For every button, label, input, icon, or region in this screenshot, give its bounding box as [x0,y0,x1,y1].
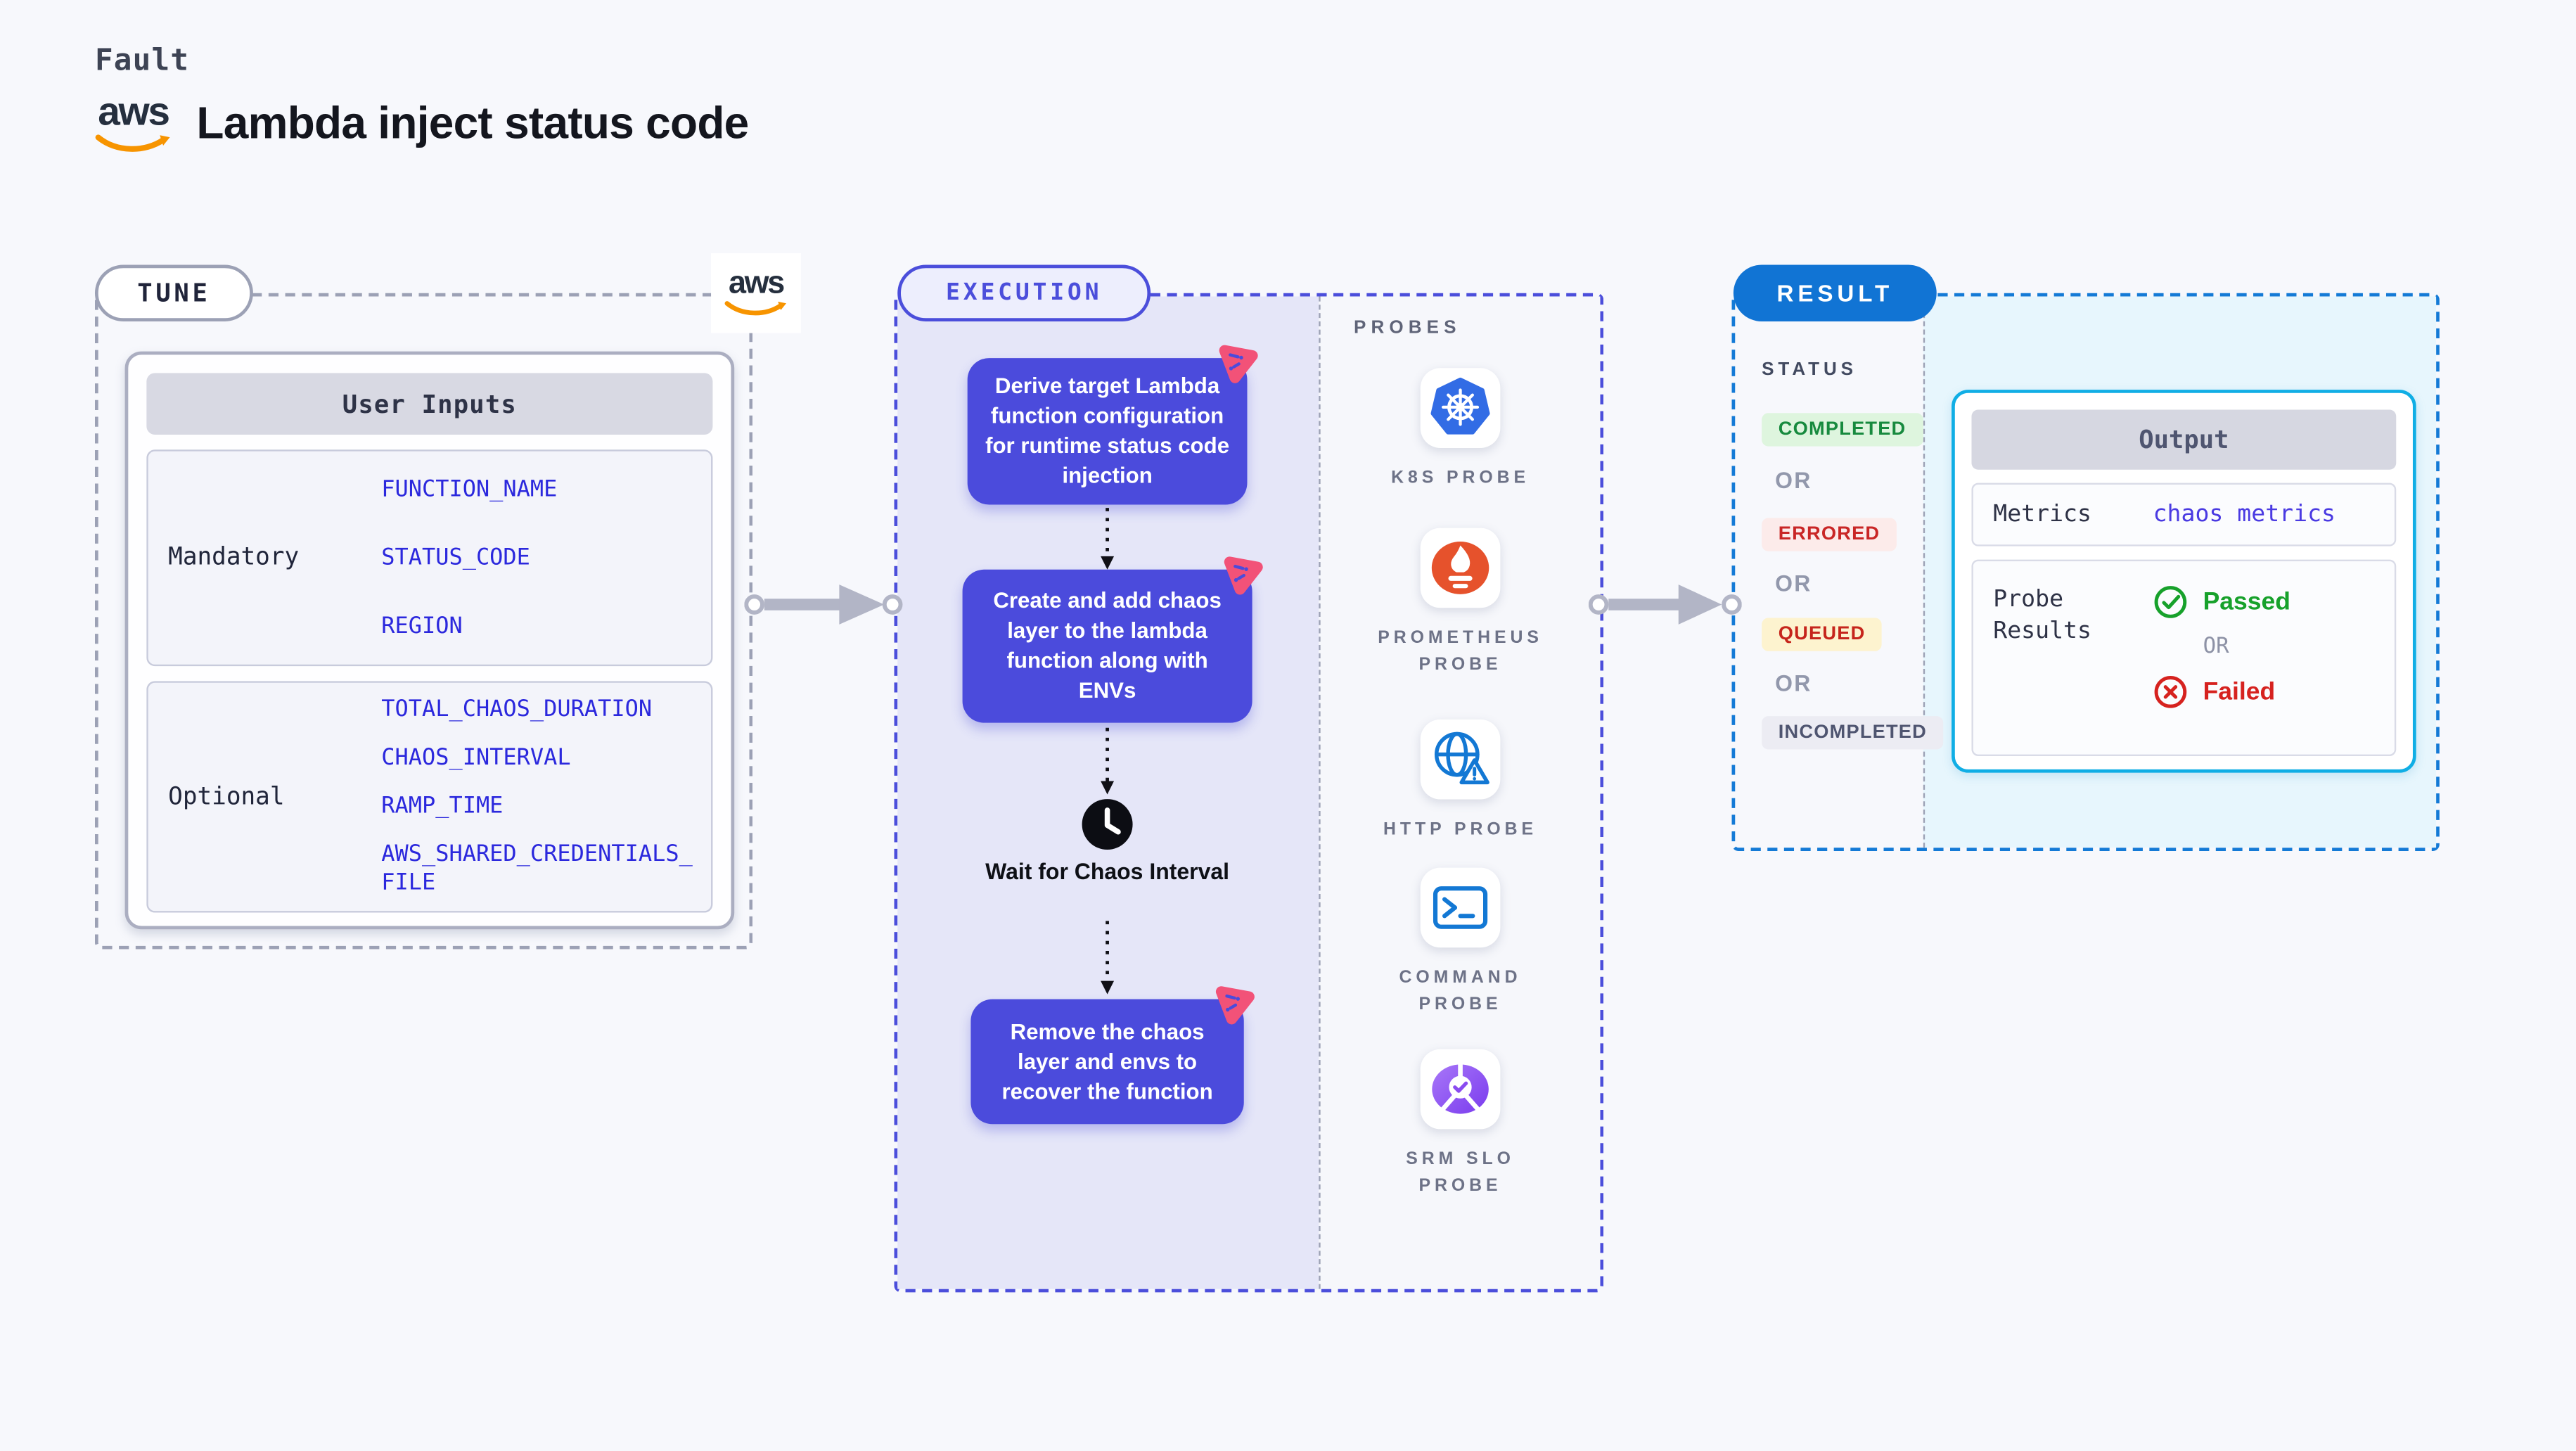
page-header: aws Lambda inject status code [95,89,749,155]
probe-label: SRM SLO PROBE [1406,1149,1515,1196]
tune-section-pill: TUNE [94,264,253,321]
execution-section-box: Derive target Lambda function configurat… [894,293,1604,1293]
input-variable: STATUS_CODE [381,544,530,570]
prometheus-icon [1420,528,1501,608]
passed-result: Passed [2153,584,2290,620]
check-circle-icon [2154,586,2187,618]
litmus-chaos-icon [1212,335,1265,395]
execution-flow-area: Derive target Lambda function configurat… [897,296,1319,1289]
aws-logo-icon: aws [724,268,788,318]
status-badge-queued: QUEUED [1762,618,1883,651]
tune-section-box [94,293,753,950]
row-values: TOTAL_CHAOS_DURATION CHAOS_INTERVAL RAMP… [381,683,698,911]
probe-label: PROMETHEUS PROBE [1378,627,1543,675]
probe-item-command: COMMAND PROBE [1321,867,1601,1018]
aws-badge: aws [711,253,801,333]
or-separator: OR [1775,468,1812,493]
kubernetes-icon [1420,368,1501,448]
wait-step-label: Wait for Chaos Interval [985,859,1230,885]
probe-label: HTTP PROBE [1383,819,1538,840]
status-badge-completed: COMPLETED [1762,413,1923,447]
result-section-box: STATUS COMPLETED OR ERRORED OR QUEUED OR… [1731,293,2440,851]
litmus-chaos-icon [1217,547,1270,607]
input-variable: RAMP_TIME [381,793,504,819]
execution-step-1: Derive target Lambda function configurat… [967,345,1258,505]
arrow-right-connector [1588,584,1742,625]
passed-label: Passed [2203,587,2291,617]
input-variable: TOTAL_CHAOS_DURATION [381,696,653,723]
row-label: Mandatory [168,544,300,572]
execution-step-2: Create and add chaos layer to the lambda… [962,556,1263,723]
user-inputs-header: User Inputs [146,373,713,435]
step-label: Create and add chaos layer to the lambda… [993,587,1222,703]
execution-section-pill: EXECUTION [897,264,1151,321]
probe-results-label: Probe Results [1993,586,2091,645]
row-label: Optional [168,784,285,810]
litmus-chaos-icon [1209,977,1262,1037]
result-section-pill: RESULT [1733,264,1937,321]
status-badge-errored: ERRORED [1762,518,1897,551]
metrics-label: Metrics [1993,500,2091,528]
page-title: Lambda inject status code [196,98,749,148]
or-separator: OR [1775,571,1812,596]
dotted-arrow-icon [1101,508,1115,570]
output-header: Output [1971,409,2397,470]
failed-result: Failed [2153,675,2290,710]
metrics-row: Metrics chaos metrics [1971,482,2397,546]
status-badge-incompleted: INCOMPLETED [1762,716,1944,750]
x-circle-icon [2154,675,2187,708]
probes-heading: PROBES [1354,318,1461,338]
input-variable: AWS_SHARED_CREDENTIALS_FILE [381,840,693,896]
clock-icon [1082,799,1133,850]
aws-wordmark: aws [98,89,170,135]
probes-panel: PROBES K8S PROBE [1319,296,1601,1289]
input-variable: FUNCTION_NAME [381,475,558,502]
probe-item-http: HTTP PROBE [1321,719,1601,843]
probe-label: COMMAND PROBE [1399,967,1522,1014]
table-row-optional: Optional TOTAL_CHAOS_DURATION CHAOS_INTE… [146,681,713,913]
aws-logo-icon: aws [95,89,172,155]
step-label: Remove the chaos layer and envs to recov… [1001,1018,1213,1104]
probe-results-row: Probe Results Passed OR [1971,559,2397,756]
or-separator: OR [1775,671,1812,696]
srm-slo-icon [1420,1049,1501,1130]
row-values: FUNCTION_NAME STATUS_CODE REGION [381,452,711,665]
metrics-value: chaos metrics [2153,501,2336,528]
user-inputs-table: User Inputs Mandatory FUNCTION_NAME STAT… [124,351,735,930]
fault-eyebrow: Fault [94,43,190,79]
failed-label: Failed [2203,677,2276,706]
or-separator: OR [2203,634,2229,660]
terminal-icon [1420,867,1501,948]
http-globe-icon [1420,719,1501,800]
execution-step-3: Remove the chaos layer and envs to recov… [970,986,1255,1125]
input-variable: CHAOS_INTERVAL [381,744,571,772]
output-card: Output Metrics chaos metrics Probe Resul… [1952,390,2416,773]
input-variable: REGION [381,612,463,639]
probe-item-k8s: K8S PROBE [1321,368,1601,491]
probe-item-srm-slo: SRM SLO PROBE [1321,1049,1601,1199]
aws-smile-icon [724,301,787,316]
probe-item-prometheus: PROMETHEUS PROBE [1321,528,1601,678]
dotted-arrow-icon [1101,921,1115,995]
aws-wordmark: aws [728,266,785,302]
aws-smile-icon [95,134,170,152]
table-row-mandatory: Mandatory FUNCTION_NAME STATUS_CODE REGI… [146,449,713,667]
status-heading: STATUS [1762,359,1857,380]
probe-results-values: Passed OR Failed [2153,584,2290,755]
probe-label: K8S PROBE [1391,468,1530,488]
dotted-arrow-icon [1101,727,1115,795]
arrow-right-connector [744,584,903,625]
step-label: Derive target Lambda function configurat… [985,373,1230,488]
